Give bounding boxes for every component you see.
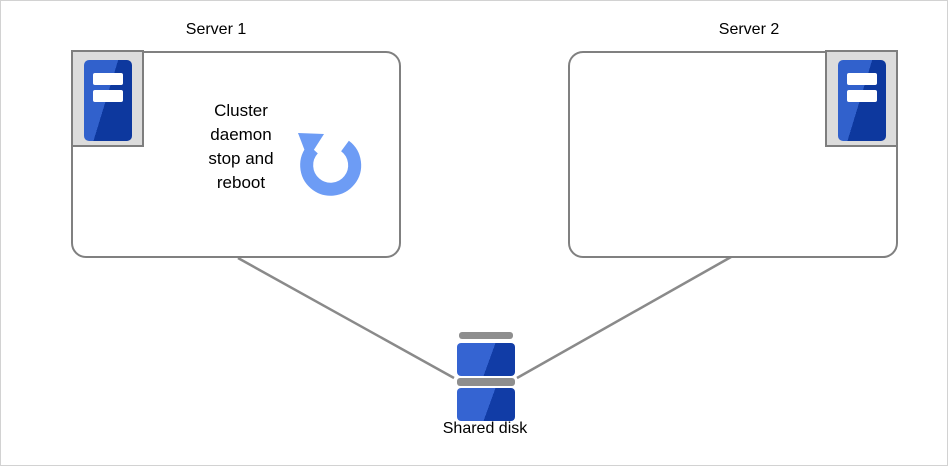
disk-middle-bar — [457, 378, 515, 386]
shared-disk-label: Shared disk — [442, 420, 528, 437]
tower-drive-slot — [847, 73, 877, 85]
tower-drive-slot — [847, 90, 877, 102]
disk-top-bar — [459, 332, 513, 339]
server-tower-icon — [71, 50, 144, 147]
server-tower-icon — [825, 50, 898, 147]
disk-platter — [457, 388, 515, 421]
server1-label: Server 1 — [185, 21, 247, 38]
tower-drive-slot — [93, 73, 123, 85]
server-tower-body — [84, 60, 132, 141]
server2-label: Server 2 — [718, 21, 780, 38]
disk-platter — [457, 343, 515, 376]
note-line: stop and — [208, 149, 274, 168]
server-tower-body — [838, 60, 886, 141]
cluster-daemon-note: Cluster daemon stop and reboot — [186, 99, 296, 195]
connector-server2-to-disk — [516, 255, 732, 380]
tower-drive-slot — [93, 90, 123, 102]
note-line: reboot — [216, 173, 266, 192]
note-line: daemon — [210, 125, 272, 144]
reboot-arrow-icon — [298, 133, 362, 196]
note-line: Cluster — [214, 101, 268, 120]
shared-disk-icon — [457, 332, 515, 422]
connector-server1-to-disk — [237, 256, 455, 380]
